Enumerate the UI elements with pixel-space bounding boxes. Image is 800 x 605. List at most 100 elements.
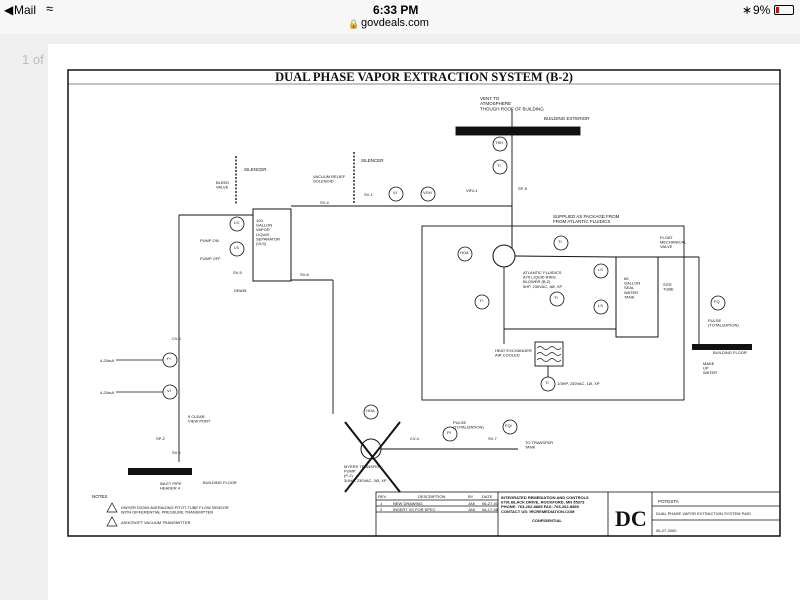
wifi-icon: ≈ <box>46 1 54 16</box>
sv-4-tag: SV-4 <box>320 200 329 205</box>
rev-row1-desc: NEW DRAWING <box>393 501 423 506</box>
pi-tag: PI <box>447 430 451 435</box>
battery-icon <box>774 5 794 15</box>
drawing-title: DUAL PHASE VAPOR EXTRACTION SYSTEM (B-2) <box>275 70 573 84</box>
ti-mid-instrument <box>553 235 569 251</box>
vrv-1-tag: VRV-1 <box>466 188 478 193</box>
ti-top-instrument <box>492 159 508 175</box>
ls-top-tag: LS <box>234 220 239 225</box>
fqi-instrument <box>502 419 518 435</box>
hoa-left-instrument <box>457 246 473 262</box>
cv-2-tag: CV-2 <box>172 336 182 341</box>
clock: 6:33 PM <box>373 3 419 17</box>
ti-right2-tag: TI <box>545 380 549 385</box>
rev-header-rev: REV <box>378 494 387 499</box>
hoa-left-tag: HOA <box>460 250 469 255</box>
note1-triangle <box>106 502 118 513</box>
ti-right-tag: TI <box>554 295 558 300</box>
hoa-bottom-instrument <box>363 404 379 420</box>
fq-tag: FQ <box>714 299 720 304</box>
package-boundary <box>421 225 685 401</box>
pulse-totalization-right: PULSE(TOTALIZATION) <box>708 318 739 328</box>
url-label[interactable]: govdeals.com <box>361 17 429 29</box>
ti-mid-tag: TI <box>558 239 562 244</box>
lse2-instrument <box>593 299 609 315</box>
ls-bottom-instrument <box>229 241 245 257</box>
ls-bottom-tag: LS <box>234 245 239 250</box>
fqi-tag: FQI <box>505 423 512 428</box>
building-exterior-wall <box>455 126 581 136</box>
rev-header-desc: DESCRIPTION <box>418 494 445 499</box>
battery-percent: 9% <box>753 3 771 17</box>
building-floor-left <box>128 468 192 475</box>
drawing-border <box>67 69 781 537</box>
sp-2-tag: SP-2 <box>156 436 166 441</box>
cv-4-tag: CV-4 <box>410 436 420 441</box>
drawing-title-block: DUAL PHASE VAPOR EXTRACTION SYSTEM P&ID <box>656 511 751 516</box>
silencer-left-label: SILENCER <box>244 167 267 172</box>
seal-water-tank <box>615 256 659 338</box>
sv-1-tag: SV-1 <box>364 192 373 197</box>
signal-fi-label: 4-20mA <box>100 358 114 363</box>
note1-text: DWYER DS300 AVERAGING PITOT TUBE FLOW SE… <box>121 505 229 515</box>
building-floor-right-label: BUILDING FLOOR <box>713 350 747 355</box>
building-exterior-label: BUILDING EXTERIOR <box>544 116 590 121</box>
signal-icon: ◀ <box>4 3 14 17</box>
lse-instrument <box>593 263 609 279</box>
fi-tag: FI <box>167 356 171 361</box>
sv-6-tag: SV-6 <box>300 272 309 277</box>
dc-logo: DC <box>615 506 647 531</box>
page-indicator: 1 of 1 <box>22 52 55 67</box>
pi-instrument <box>442 426 458 442</box>
vi-top-instrument <box>388 186 404 202</box>
vgh-instrument <box>420 186 436 202</box>
date-label: 06-27-2000 <box>656 528 677 533</box>
ti-right2-instrument <box>540 376 556 392</box>
title-block <box>375 491 781 537</box>
ios-status-bar: ◀ Mail ≈ 6:33 PM 🔒 govdeals.com ∗ 9% <box>0 0 800 34</box>
ti-left-instrument <box>474 294 490 310</box>
drawing-page: DUAL PHASE VAPOR EXTRACTION SYSTEM (B-2)… <box>48 44 800 600</box>
separator-vessel <box>252 208 292 282</box>
pulse-totalization-bottom: PULSE(TOTALIZATION) <box>453 420 484 430</box>
ls-top-instrument <box>229 216 245 232</box>
rev-row1-date: 06-27-00 <box>482 501 499 506</box>
pid-diagram: DUAL PHASE VAPOR EXTRACTION SYSTEM (B-2)… <box>67 69 781 537</box>
tsh-instrument <box>492 136 508 152</box>
vgh-tag: VGH <box>423 190 432 195</box>
vi-left-tag: VI <box>167 388 171 393</box>
lse-tag: LS <box>598 267 603 272</box>
hx-motor-label: 1/3HP, 230VAC, 1Ø, XP <box>557 381 600 386</box>
ti-top-tag: TI <box>497 163 501 168</box>
bluetooth-icon: ∗ <box>742 3 753 17</box>
notes-heading: NOTES <box>92 494 108 499</box>
note2-triangle <box>106 516 118 527</box>
tsh-tag: TSH <box>495 140 503 145</box>
lse2-tag: LS <box>598 303 603 308</box>
blower-b2 <box>492 244 516 268</box>
rev-header-by: BY <box>468 494 474 499</box>
silencer-right-label: SILENCER <box>361 158 384 163</box>
signal-vi-label: 4-20mA <box>100 390 114 395</box>
heat-exchanger <box>534 341 564 367</box>
client-label: POTESTA <box>658 499 679 504</box>
ti-left-tag: TI <box>479 298 483 303</box>
hoa-bottom-tag: HOA <box>366 408 375 413</box>
vi-top-tag: VI <box>393 190 397 195</box>
carrier-label[interactable]: Mail <box>14 3 37 17</box>
pump-on-label: PUMP ON <box>200 238 219 243</box>
drain-label: DRAIN <box>234 288 247 293</box>
sp-5-tag: SP-5 <box>518 186 528 191</box>
